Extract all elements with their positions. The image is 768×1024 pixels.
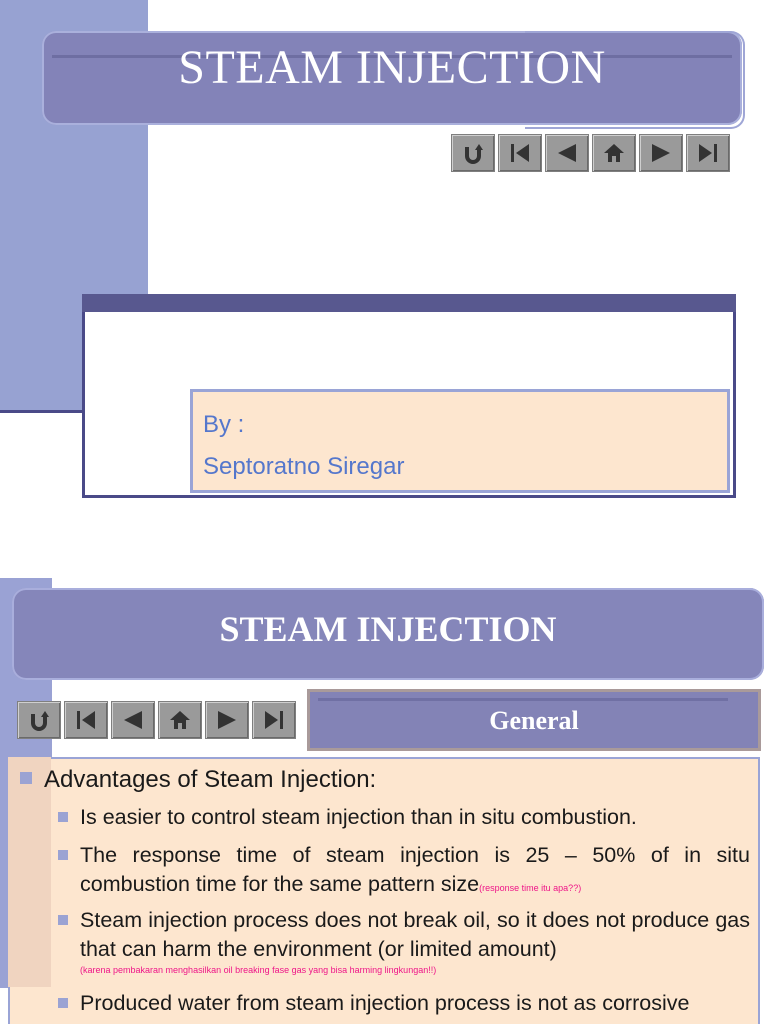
slide1-title-outline: [525, 31, 745, 129]
list-item: Is easier to control steam injection tha…: [58, 803, 750, 832]
slide2-navigation: [17, 701, 296, 739]
home-icon: [604, 144, 624, 162]
section-header-line: [318, 698, 728, 701]
advantages-heading-text: Advantages of Steam Injection:: [44, 766, 377, 793]
section-title: General: [489, 706, 579, 735]
list-item-note: (response time itu apa??): [479, 883, 582, 893]
author-name: Septoratno Siregar: [203, 453, 405, 480]
return-icon: [465, 144, 483, 164]
previous-icon: [558, 144, 576, 162]
bullet-icon: [58, 998, 68, 1008]
slide2-title: STEAM INJECTION: [219, 609, 557, 649]
bullet-icon: [58, 915, 68, 925]
first-slide-button[interactable]: [64, 701, 108, 739]
return-button[interactable]: [17, 701, 61, 739]
last-icon: [699, 144, 717, 162]
return-icon: [31, 711, 49, 731]
slide1-title-bar: [42, 31, 742, 125]
slide1-title: STEAM INJECTION: [178, 41, 606, 94]
previous-icon: [124, 711, 142, 729]
next-slide-button[interactable]: [639, 134, 683, 172]
previous-slide-button[interactable]: [111, 701, 155, 739]
home-button[interactable]: [592, 134, 636, 172]
bullet-icon: [58, 850, 68, 860]
home-icon: [170, 711, 190, 729]
next-slide-button[interactable]: [205, 701, 249, 739]
list-item-text: Produced water from steam injection proc…: [80, 991, 690, 1015]
list-item-text: Is easier to control steam injection tha…: [80, 805, 637, 829]
slide1-navigation: [451, 134, 730, 172]
first-icon: [77, 711, 95, 729]
bullet-icon: [20, 772, 32, 784]
last-slide-button[interactable]: [252, 701, 296, 739]
list-item: Produced water from steam injection proc…: [58, 989, 750, 1018]
slide2-content-margin: [8, 757, 51, 987]
next-icon: [652, 144, 670, 162]
list-item-note: (karena pembakaran menghasilkan oil brea…: [80, 965, 437, 975]
previous-slide-button[interactable]: [545, 134, 589, 172]
first-slide-button[interactable]: [498, 134, 542, 172]
bullet-icon: [58, 812, 68, 822]
list-item-text: Steam injection process does not break o…: [80, 908, 750, 961]
list-item-text: The response time of steam injection is …: [80, 843, 750, 896]
advantages-heading: Advantages of Steam Injection:: [20, 766, 376, 794]
home-button[interactable]: [158, 701, 202, 739]
slide1-title-line: [52, 55, 732, 58]
return-button[interactable]: [451, 134, 495, 172]
list-item: Steam injection process does not break o…: [58, 906, 750, 976]
slide2-title-bar: [12, 588, 764, 680]
author-box: By : Septoratno Siregar: [190, 389, 730, 493]
author-label: By :: [203, 411, 245, 438]
next-icon: [218, 711, 236, 729]
slide1-content-box-header: [82, 294, 736, 312]
list-item: The response time of steam injection is …: [58, 841, 750, 903]
last-icon: [265, 711, 283, 729]
slide2-content-box: [8, 757, 760, 1024]
last-slide-button[interactable]: [686, 134, 730, 172]
first-icon: [511, 144, 529, 162]
